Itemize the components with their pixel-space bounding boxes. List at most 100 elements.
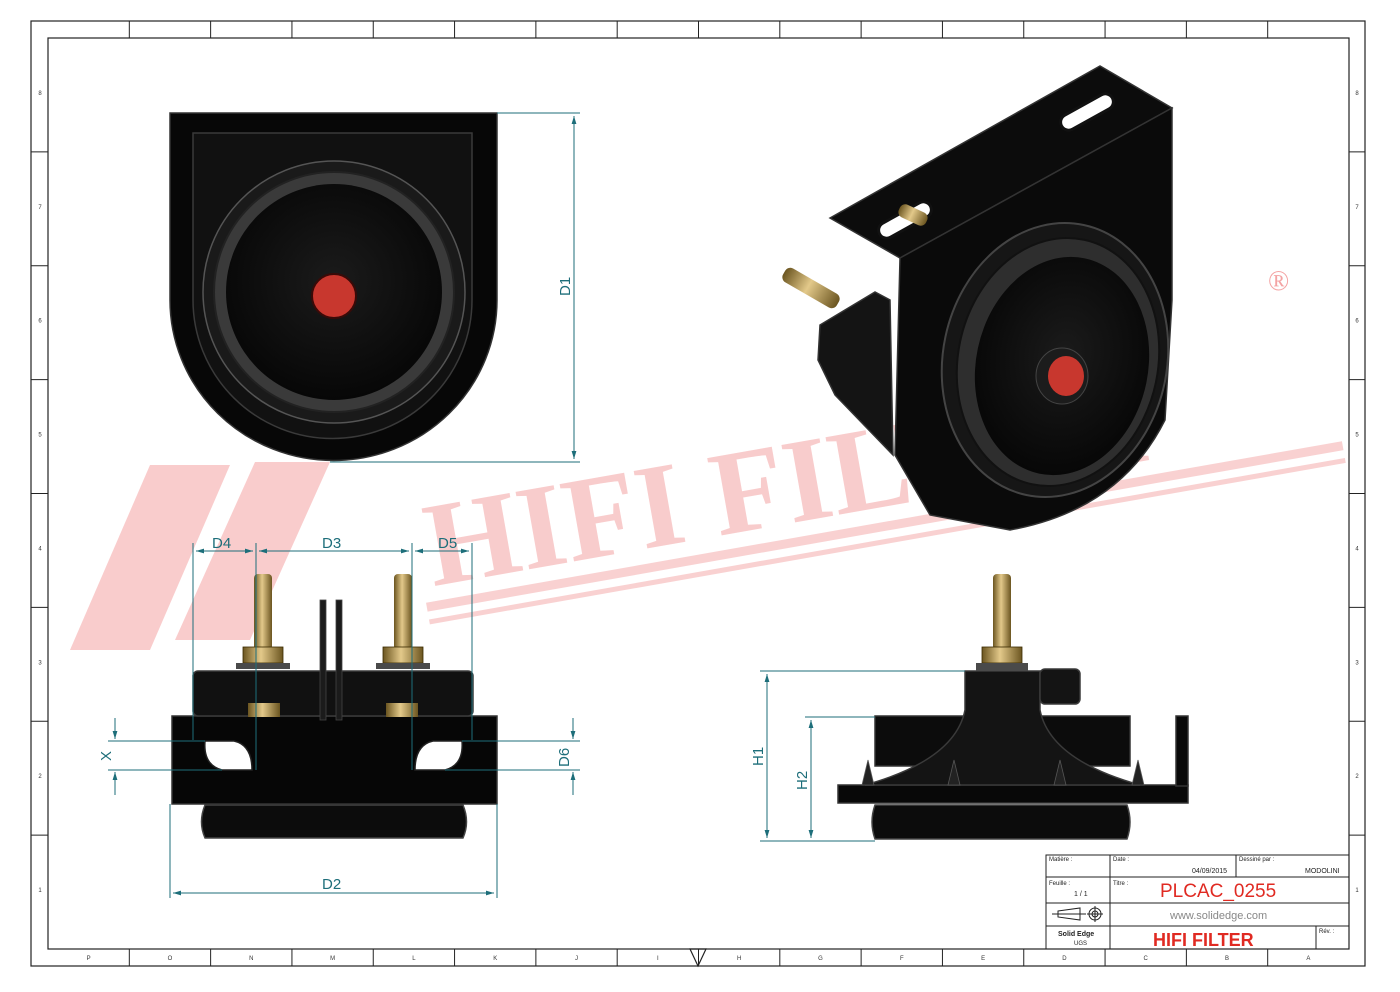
profile-nut [981,646,1023,664]
website: www.solidedge.com [1169,910,1267,922]
side-nut-right [382,646,424,664]
d4-label: D4 [212,535,231,552]
side-washer-left [236,663,290,669]
side-inner-nut-left [248,703,280,717]
zone-label-left: 4 [38,546,42,552]
zone-label-right: 7 [1355,205,1359,211]
profile-washer [976,663,1028,671]
h2-label: H2 [794,771,811,790]
iso-terminal-1 [782,267,840,309]
zone-label-right: 1 [1355,888,1359,894]
zone-ticks [31,21,1365,966]
zone-label-bottom: G [818,956,823,962]
center-mark-icon [689,948,707,968]
d2-label: D2 [322,876,341,893]
software-name: Solid Edge [1058,931,1094,938]
zone-label-bottom: P [87,956,91,962]
watermark-stripe-2 [428,457,1346,625]
title-block [1045,854,1350,950]
zone-label-bottom: D [1062,956,1067,962]
d5-label: D5 [438,535,457,552]
drawn-by-label: Dessiné par : [1239,857,1275,863]
zone-label-bottom: L [412,956,416,962]
zone-label-left: 3 [38,660,42,666]
side-washer-right [376,663,430,669]
side-view: D4 D3 D5 X D6 D2 [98,535,580,898]
front-view: D1 [169,112,580,463]
zone-label-left: 6 [38,319,42,325]
zone-label-bottom: O [168,956,173,962]
profile-view: H1 H2 [750,574,1189,842]
x-label: X [98,751,115,761]
side-wire-1 [319,599,327,721]
iso-side-housing [817,291,894,457]
zone-label-bottom: B [1225,956,1229,962]
profile-spike-1 [861,759,875,786]
profile-lens [871,804,1131,840]
material-label: Matière : [1049,857,1073,863]
d6-label: D6 [556,748,573,767]
d3-label: D3 [322,535,341,552]
iso-indicator [1048,356,1084,396]
zone-label-bottom: H [737,956,741,962]
zone-label-bottom: I [657,956,659,962]
profile-side-tab [1039,668,1081,705]
iso-terminal-2 [898,204,928,226]
side-lens [200,804,468,839]
profile-spike-4 [1131,759,1145,786]
watermark-registered: ® [1268,266,1289,297]
zone-label-bottom: F [900,956,904,962]
zone-label-right: 8 [1355,91,1359,97]
side-nut-left [242,646,284,664]
date-label: Date : [1113,857,1129,863]
d1-label: D1 [557,277,574,296]
zone-labels: P O N M L K J I H G F E D C B A 8 8 7 7 6 6 5 5 4 4 3 3 2 2 1 1 [38,91,1359,962]
iso-slot-1 [1059,92,1115,132]
part-number: PLCAC_0255 [1160,881,1276,902]
sheet-value: 1 / 1 [1074,891,1088,898]
zone-label-bottom: K [493,956,497,962]
side-hole-left [204,740,253,771]
front-indicator [311,273,357,319]
date-value: 04/09/2015 [1192,868,1227,875]
zone-label-left: 2 [38,774,42,780]
h1-label: H1 [750,747,767,766]
brand-name: HIFI FILTER [1153,930,1254,950]
zone-label-right: 5 [1355,433,1359,439]
zone-label-bottom: J [575,956,578,962]
zone-label-left: 5 [38,433,42,439]
zone-label-right: 4 [1355,546,1359,552]
profile-spike-2 [947,759,961,786]
profile-upright [1175,715,1189,787]
projection-symbol-icon [1052,906,1103,922]
zone-label-right: 2 [1355,774,1359,780]
zone-label-bottom: C [1144,956,1149,962]
side-head [192,670,474,717]
profile-terminal [993,574,1011,650]
zone-label-right: 3 [1355,660,1359,666]
revision-label: Rév. : [1319,929,1335,935]
zone-label-left: 1 [38,888,42,894]
zone-label-bottom: A [1306,956,1310,962]
zone-label-left: 8 [38,91,42,97]
profile-base-plate [837,784,1189,804]
title-block-frame [1045,854,1350,950]
watermark-slash-1 [70,465,230,650]
zone-label-bottom: M [330,956,335,962]
sheet-label: Feuille : [1049,881,1070,887]
zone-label-bottom: E [981,956,985,962]
profile-spike-3 [1053,759,1067,786]
isometric-view [782,65,1174,531]
drawn-by-value: MODOLINI [1305,868,1340,875]
side-terminal-left [254,574,272,650]
side-wire-2 [335,599,343,721]
side-terminal-right [394,574,412,650]
zone-label-bottom: N [249,956,253,962]
side-inner-nut-right [386,703,418,717]
title-label: Titre : [1113,881,1128,887]
side-hole-right [414,740,463,771]
zone-label-right: 6 [1355,319,1359,325]
zone-label-left: 7 [38,205,42,211]
software-sub: UGS [1074,941,1087,947]
